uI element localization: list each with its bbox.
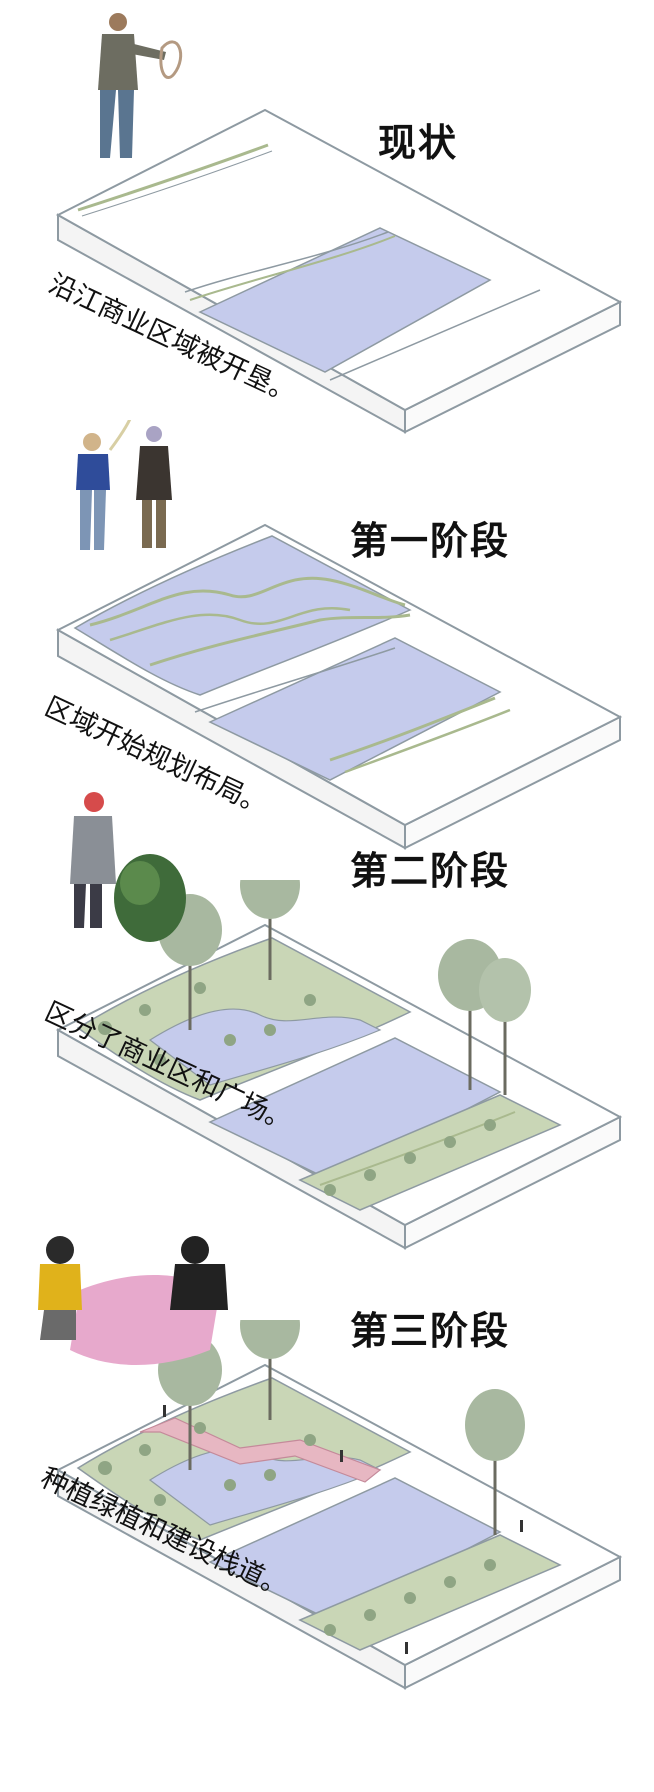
stage-title: 第一阶段 (350, 519, 511, 563)
terrain-block-current (55, 108, 623, 434)
stage-title: 现状 (378, 121, 459, 165)
person-figure (98, 13, 183, 158)
stage-phase-3: 第三阶段 种植绿植和建设栈道。 (0, 1236, 654, 1768)
stage-phase-2: 第二阶段 区分了商业区和广场。 (0, 792, 654, 1328)
people-figure (76, 420, 172, 550)
stage-current: 现状 沿江商业区域被开垦。 (0, 0, 654, 448)
person-with-plant-figure (70, 792, 186, 942)
terrain-block-phase-1 (55, 523, 623, 850)
terrain-block-phase-3 (55, 1320, 623, 1690)
terrain-block-phase-2 (55, 880, 623, 1250)
stage-title: 第二阶段 (350, 849, 511, 893)
stage-title: 第三阶段 (350, 1309, 511, 1353)
people-with-fabric-figure (38, 1236, 228, 1365)
stage-phase-1: 第一阶段 区域开始规划布局。 (0, 420, 654, 868)
